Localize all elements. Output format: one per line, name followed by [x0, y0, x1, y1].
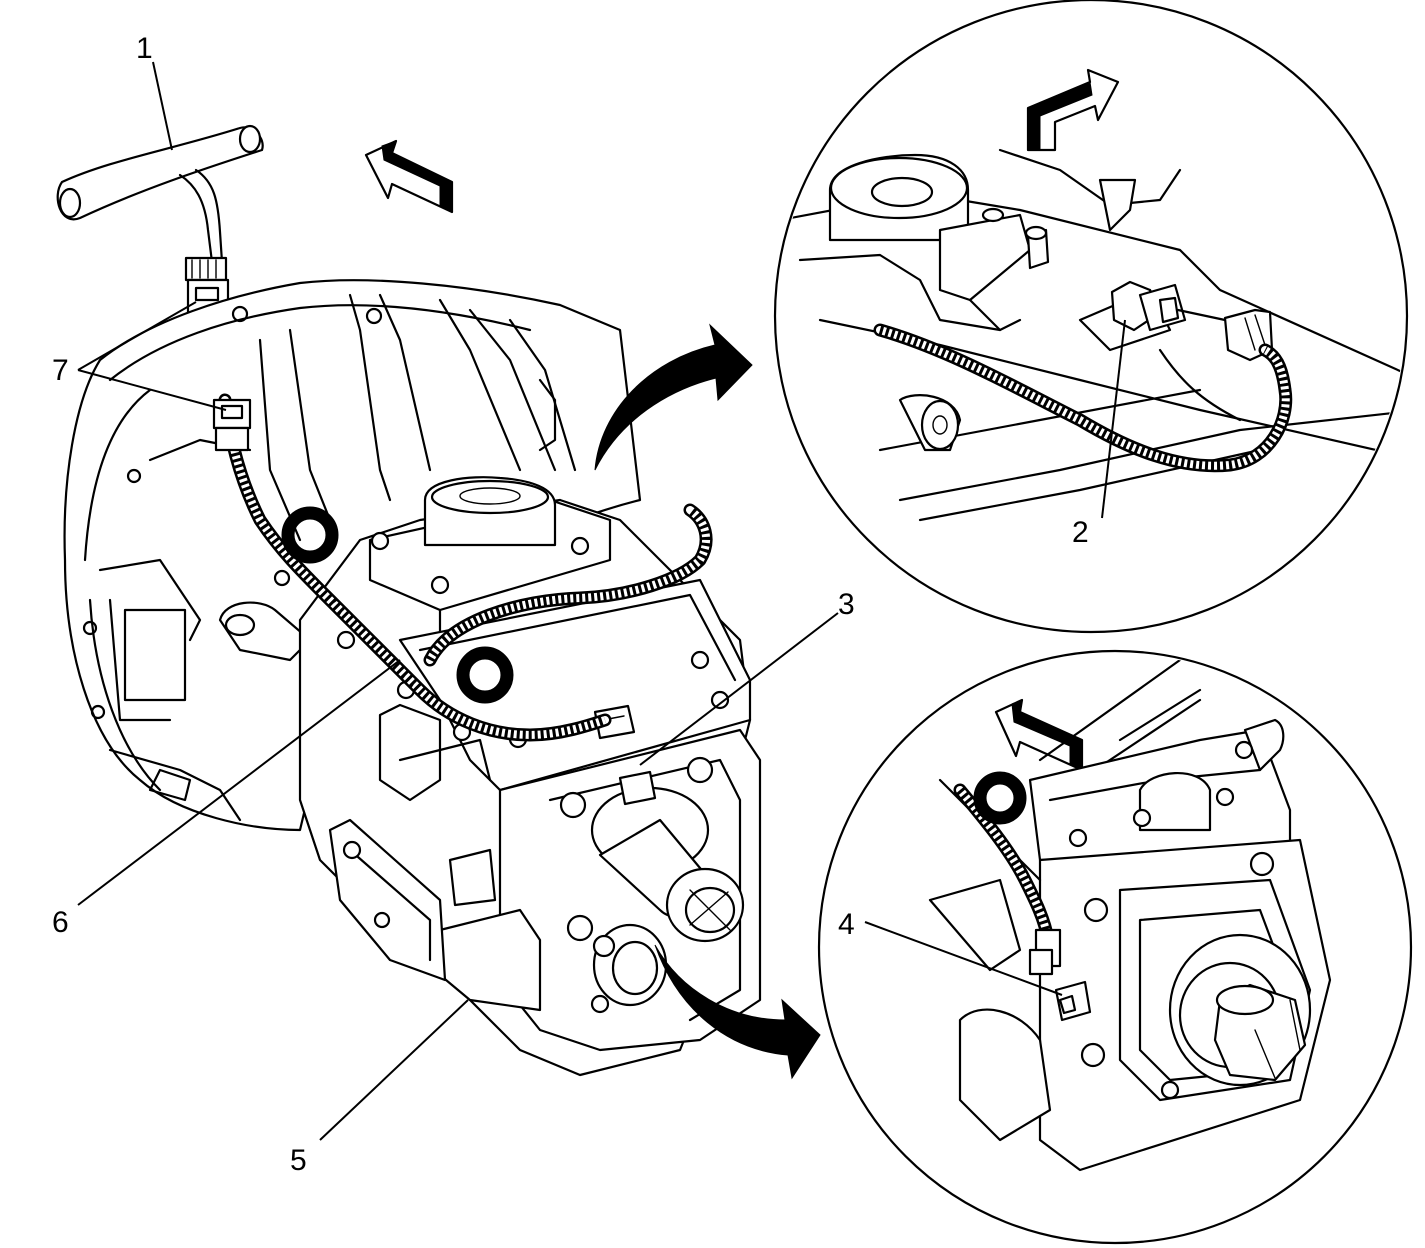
detail-view-bottom: [817, 649, 1413, 1245]
callout-4: 4: [838, 908, 855, 941]
front-direction-arrow: [364, 139, 454, 214]
callout-5: 5: [290, 1144, 307, 1177]
callout-leaders: [77, 61, 1126, 1141]
callout-3: 3: [838, 588, 855, 621]
mounting-ear: [218, 601, 312, 662]
callout-7: 7: [52, 354, 69, 387]
main-transmission-view: [56, 124, 821, 1080]
callout-2: 2: [1072, 516, 1089, 549]
callout-6: 6: [52, 906, 69, 939]
detail-arrow-top: [594, 323, 753, 471]
callout-1: 1: [136, 32, 153, 65]
detail-view-top: [773, 0, 1409, 634]
transmission-case: [273, 476, 762, 1077]
transmission-wiring-harness: [212, 393, 713, 742]
detail-arrow-bottom: [654, 944, 821, 1080]
callout-labels: 1 2 3 4 5 6 7: [52, 32, 1089, 1177]
